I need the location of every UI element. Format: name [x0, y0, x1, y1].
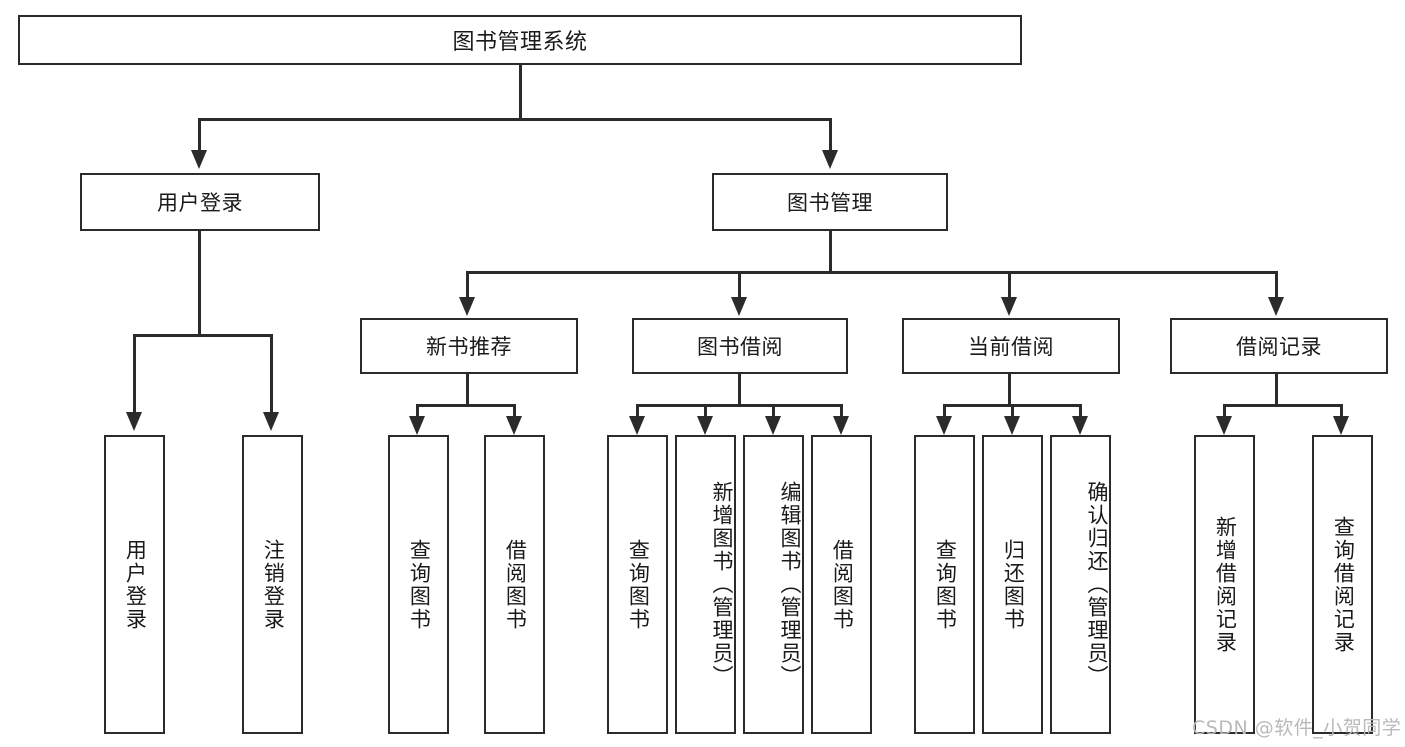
arrow-book-borrow-to-leaf-1: [629, 416, 645, 435]
node-book-management[interactable]: 图书管理: [712, 173, 948, 231]
leaf-current-borrow-query-book[interactable]: 查询图书: [914, 435, 975, 734]
leaf-new-book-query-book[interactable]: 查询图书: [388, 435, 449, 734]
arrow-borrow-record-to-leaf-1: [1216, 416, 1232, 435]
edge-book-management-stem: [829, 231, 832, 274]
node-current-borrow[interactable]: 当前借阅: [902, 318, 1120, 374]
edge-user-login-to-leaf-1: [133, 334, 136, 414]
leaf-book-borrow-borrow-book[interactable]: 借阅图书: [811, 435, 872, 734]
leaf-borrow-record-query-record[interactable]: 查询借阅记录: [1312, 435, 1373, 734]
edge-new-book-to-leaf-1: [416, 404, 419, 420]
edge-root-stem: [519, 65, 522, 120]
arrow-new-book-to-leaf-2: [506, 416, 522, 435]
edge-bm-to-current-borrow: [1008, 271, 1011, 299]
edge-root-to-user-login: [198, 118, 201, 152]
leaf-book-borrow-query-book[interactable]: 查询图书: [607, 435, 668, 734]
arrow-root-to-user-login: [191, 150, 207, 169]
edge-current-borrow-to-leaf-1: [943, 404, 946, 420]
arrow-current-borrow-to-leaf-2: [1004, 416, 1020, 435]
arrow-root-to-book-management: [822, 150, 838, 169]
arrow-current-borrow-to-leaf-1: [936, 416, 952, 435]
leaf-current-borrow-return-book[interactable]: 归还图书: [982, 435, 1043, 734]
edge-root-bar: [198, 118, 832, 121]
edge-borrow-record-to-leaf-2: [1340, 404, 1343, 420]
edge-book-borrow-stem: [738, 374, 741, 407]
arrow-current-borrow-to-leaf-3: [1072, 416, 1088, 435]
arrow-borrow-record-to-leaf-2: [1333, 416, 1349, 435]
edge-book-borrow-to-leaf-2: [704, 404, 707, 420]
edge-book-borrow-to-leaf-1: [636, 404, 639, 420]
node-borrow-record[interactable]: 借阅记录: [1170, 318, 1388, 374]
edge-bm-to-book-borrow: [738, 271, 741, 299]
node-book-borrow[interactable]: 图书借阅: [632, 318, 848, 374]
arrow-user-login-to-leaf-2: [263, 412, 279, 431]
arrow-bm-to-new-book: [459, 297, 475, 316]
edge-new-book-to-leaf-2: [513, 404, 516, 420]
arrow-bm-to-current-borrow: [1001, 297, 1017, 316]
edge-new-book-stem: [466, 374, 469, 407]
node-root-book-management-system[interactable]: 图书管理系统: [18, 15, 1022, 65]
edge-user-login-to-leaf-2: [270, 334, 273, 414]
edge-bm-to-borrow-record: [1275, 271, 1278, 299]
arrow-book-borrow-to-leaf-3: [765, 416, 781, 435]
edge-borrow-record-to-leaf-1: [1223, 404, 1226, 420]
leaf-user-login-logout[interactable]: 注销登录: [242, 435, 303, 734]
arrow-book-borrow-to-leaf-4: [833, 416, 849, 435]
edge-user-login-stem: [198, 231, 201, 337]
leaf-borrow-record-add-record[interactable]: 新增借阅记录: [1194, 435, 1255, 734]
arrow-new-book-to-leaf-1: [409, 416, 425, 435]
edge-current-borrow-to-leaf-2: [1011, 404, 1014, 420]
csdn-watermark: CSDN @软件_小贺同学: [1192, 717, 1402, 739]
arrow-user-login-to-leaf-1: [126, 412, 142, 431]
edge-book-borrow-to-leaf-4: [840, 404, 843, 420]
leaf-book-borrow-edit-book-admin[interactable]: 编辑图书（管理员）: [743, 435, 804, 734]
arrow-bm-to-borrow-record: [1268, 297, 1284, 316]
edge-book-borrow-bar: [636, 404, 840, 407]
edge-user-login-bar: [133, 334, 273, 337]
arrow-book-borrow-to-leaf-2: [697, 416, 713, 435]
leaf-user-login-login[interactable]: 用户登录: [104, 435, 165, 734]
edge-borrow-record-bar: [1223, 404, 1343, 407]
edge-root-to-book-management: [829, 118, 832, 152]
leaf-current-borrow-confirm-return-admin[interactable]: 确认归还（管理员）: [1050, 435, 1111, 734]
leaf-book-borrow-add-book-admin[interactable]: 新增图书（管理员）: [675, 435, 736, 734]
edge-current-borrow-to-leaf-3: [1079, 404, 1082, 420]
edge-book-borrow-to-leaf-3: [772, 404, 775, 420]
node-new-book-recommend[interactable]: 新书推荐: [360, 318, 578, 374]
edge-borrow-record-stem: [1275, 374, 1278, 407]
edge-bm-to-new-book: [466, 271, 469, 299]
edge-book-management-bar: [466, 271, 1278, 274]
leaf-new-book-borrow-book[interactable]: 借阅图书: [484, 435, 545, 734]
arrow-bm-to-book-borrow: [731, 297, 747, 316]
edge-current-borrow-stem: [1008, 374, 1011, 407]
node-user-login[interactable]: 用户登录: [80, 173, 320, 231]
edge-new-book-bar: [416, 404, 516, 407]
